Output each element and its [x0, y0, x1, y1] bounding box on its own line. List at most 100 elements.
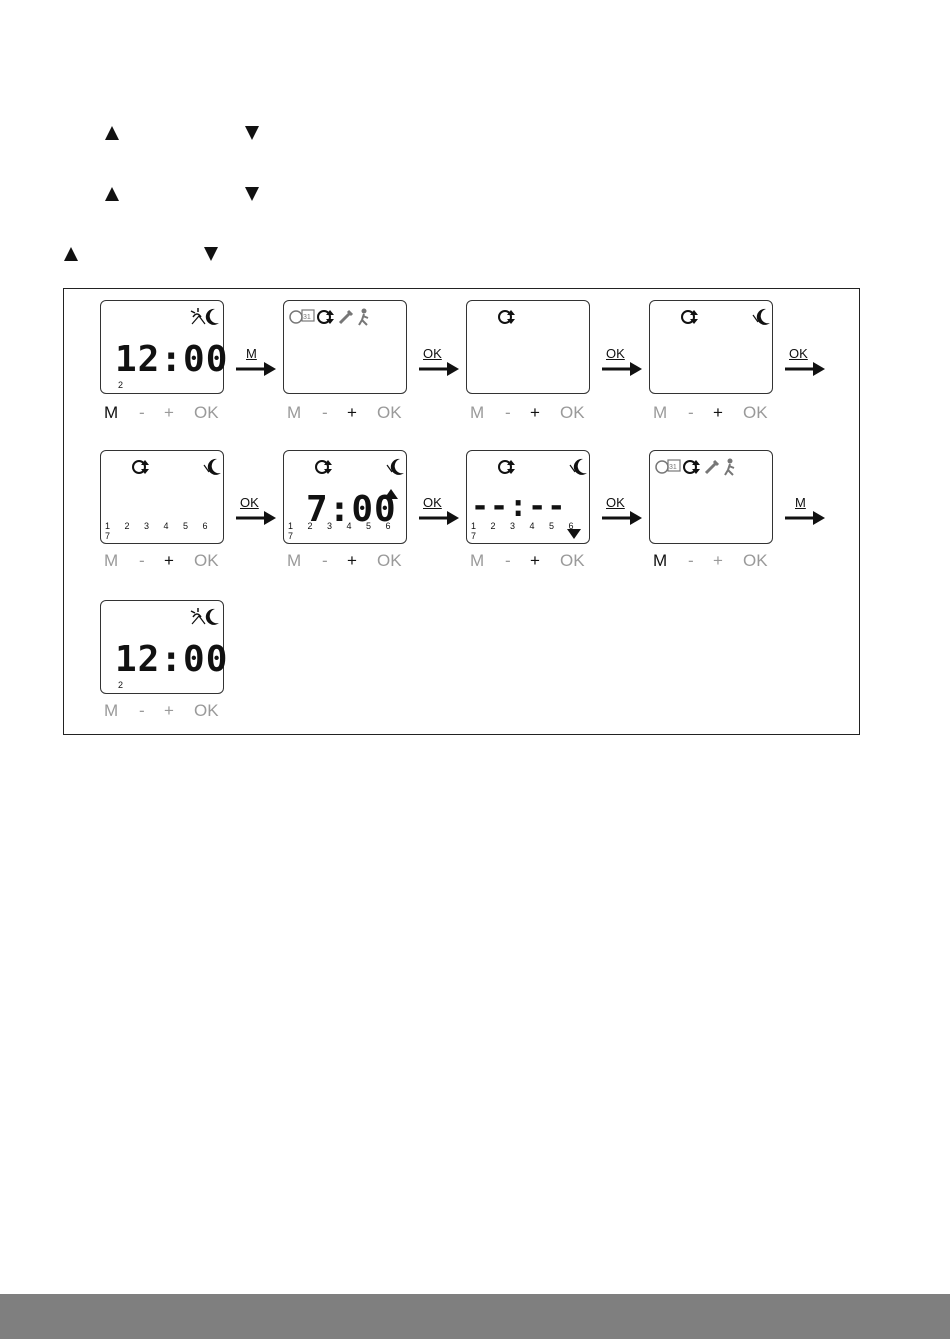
up-triangle-icon [105, 126, 119, 140]
ok-button[interactable]: OK [194, 551, 219, 571]
button-row-5: M - + OK [102, 551, 232, 573]
button-row-9: M - + OK [102, 701, 232, 723]
m-button[interactable]: M [104, 701, 118, 721]
menu-icons: 31 [288, 307, 378, 327]
m-button[interactable]: M [653, 403, 667, 423]
ok-button[interactable]: OK [743, 551, 768, 571]
ok-button[interactable]: OK [194, 701, 219, 721]
m-button[interactable]: M [287, 403, 301, 423]
weekday-indicator: 1 2 3 4 5 6 7 [288, 521, 406, 541]
ok-button[interactable]: OK [560, 551, 585, 571]
m-button[interactable]: M [470, 551, 484, 571]
arrow-label: OK [423, 495, 442, 510]
step-arrow-5: OK [236, 495, 276, 529]
sub-indicator: 2 [118, 380, 123, 390]
svg-text:31: 31 [303, 314, 311, 321]
sun-moon-icon [189, 307, 221, 327]
minus-button[interactable]: - [505, 551, 511, 571]
plus-button[interactable]: + [164, 403, 174, 423]
minus-button[interactable]: - [505, 403, 511, 423]
button-row-1: M - + OK [102, 403, 232, 425]
sub-indicator: 2 [118, 680, 123, 690]
lcd-screen-5: 1 2 3 4 5 6 7 [100, 450, 224, 544]
weekday-indicator: 1 2 3 4 5 6 7 [471, 521, 589, 541]
button-row-8: M - + OK [651, 551, 781, 573]
arrow-label: OK [423, 346, 442, 361]
m-button[interactable]: M [287, 551, 301, 571]
arrow-label: OK [789, 346, 808, 361]
step-arrow-7: OK [602, 495, 642, 529]
clock-arrows-icon [314, 457, 334, 477]
sun-moon-icon [189, 607, 221, 627]
lcd-screen-2: 31 [283, 300, 407, 394]
plus-button[interactable]: + [347, 403, 357, 423]
m-button[interactable]: M [104, 403, 118, 423]
time-display: 12:00 [115, 339, 228, 380]
clock-arrows-icon [497, 457, 517, 477]
button-row-6: M - + OK [285, 551, 415, 573]
lcd-screen-6: 7:00 1 2 3 4 5 6 7 [283, 450, 407, 544]
arrow-label: OK [606, 346, 625, 361]
footer-bar [0, 1294, 950, 1339]
arrow-label: OK [240, 495, 259, 510]
plus-button[interactable]: + [530, 551, 540, 571]
step-arrow-1: M [236, 346, 276, 380]
button-row-4: M - + OK [651, 403, 781, 425]
minus-button[interactable]: - [322, 403, 328, 423]
moon-icon [569, 457, 589, 477]
plus-button[interactable]: + [164, 551, 174, 571]
plus-button[interactable]: + [713, 551, 723, 571]
ok-button[interactable]: OK [377, 551, 402, 571]
up-triangle-icon [384, 489, 398, 499]
ok-button[interactable]: OK [194, 403, 219, 423]
minus-button[interactable]: - [688, 551, 694, 571]
step-arrow-3: OK [602, 346, 642, 380]
m-button[interactable]: M [653, 551, 667, 571]
up-triangle-icon [64, 247, 78, 261]
minus-button[interactable]: - [688, 403, 694, 423]
clock-arrows-icon [680, 307, 700, 327]
moon-icon [752, 307, 772, 327]
menu-icons: 31 [654, 457, 744, 477]
m-button[interactable]: M [104, 551, 118, 571]
plus-button[interactable]: + [713, 403, 723, 423]
down-triangle-icon [245, 187, 259, 201]
button-row-7: M - + OK [468, 551, 598, 573]
down-triangle-icon [245, 126, 259, 140]
plus-button[interactable]: + [530, 403, 540, 423]
step-arrow-6: OK [419, 495, 459, 529]
lcd-screen-9: 12:00 2 [100, 600, 224, 694]
ok-button[interactable]: OK [743, 403, 768, 423]
minus-button[interactable]: - [322, 551, 328, 571]
clock-arrows-icon [131, 457, 151, 477]
moon-icon [203, 457, 223, 477]
lcd-screen-1: 12:00 2 [100, 300, 224, 394]
step-arrow-4: OK [785, 346, 825, 380]
weekday-indicator: 1 2 3 4 5 6 7 [105, 521, 223, 541]
minus-button[interactable]: - [139, 701, 145, 721]
down-triangle-icon [204, 247, 218, 261]
plus-button[interactable]: + [347, 551, 357, 571]
minus-button[interactable]: - [139, 403, 145, 423]
ok-button[interactable]: OK [560, 403, 585, 423]
plus-button[interactable]: + [164, 701, 174, 721]
button-row-3: M - + OK [468, 403, 598, 425]
time-display: --:-- [471, 489, 566, 524]
arrow-label: OK [606, 495, 625, 510]
time-display: 12:00 [115, 639, 228, 680]
lcd-screen-7: --:-- 1 2 3 4 5 6 7 [466, 450, 590, 544]
minus-button[interactable]: - [139, 551, 145, 571]
lcd-screen-8: 31 [649, 450, 773, 544]
button-row-2: M - + OK [285, 403, 415, 425]
clock-arrows-icon [497, 307, 517, 327]
lcd-screen-4 [649, 300, 773, 394]
arrow-label: M [246, 346, 257, 361]
moon-icon [386, 457, 406, 477]
ok-button[interactable]: OK [377, 403, 402, 423]
step-arrow-2: OK [419, 346, 459, 380]
m-button[interactable]: M [470, 403, 484, 423]
step-arrow-8: M [785, 495, 825, 529]
arrow-label: M [795, 495, 806, 510]
lcd-screen-3 [466, 300, 590, 394]
up-triangle-icon [105, 187, 119, 201]
